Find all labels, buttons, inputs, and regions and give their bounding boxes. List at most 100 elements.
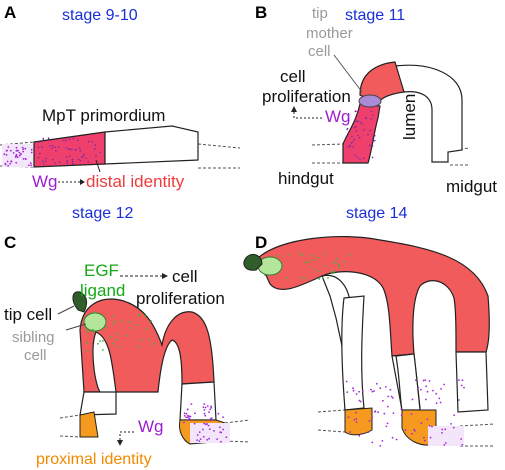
tip-mother-pointer xyxy=(333,54,363,93)
dot xyxy=(363,129,365,131)
dot xyxy=(313,268,315,271)
dot xyxy=(372,137,374,140)
dot xyxy=(356,156,359,159)
dot xyxy=(438,397,441,400)
dot xyxy=(42,139,45,141)
dot xyxy=(355,130,358,132)
dot xyxy=(356,110,359,113)
dot xyxy=(37,156,40,159)
dot xyxy=(426,418,429,421)
dot xyxy=(220,431,223,434)
wg-dots xyxy=(183,403,228,443)
dot xyxy=(22,150,25,153)
dot xyxy=(450,423,452,425)
dot xyxy=(115,339,117,341)
dot xyxy=(6,160,9,163)
dot xyxy=(95,154,97,157)
dot xyxy=(72,137,75,140)
dot xyxy=(129,327,132,329)
panel-b-letter: B xyxy=(255,3,267,22)
tip-cell xyxy=(72,291,88,313)
dot xyxy=(99,151,102,154)
dot xyxy=(94,144,97,146)
dot xyxy=(186,408,189,411)
dot xyxy=(367,431,370,433)
dot xyxy=(355,120,358,123)
dot xyxy=(452,426,455,429)
dot xyxy=(198,431,201,433)
proximal-identity-label: proximal identity xyxy=(36,451,152,468)
dot xyxy=(357,134,359,137)
dot xyxy=(37,146,40,149)
right-leg-white xyxy=(179,381,217,421)
dot xyxy=(353,126,356,129)
dot xyxy=(101,340,104,342)
dot xyxy=(377,411,379,414)
dot xyxy=(386,405,389,408)
panel-c-letter: C xyxy=(4,233,16,252)
dot xyxy=(135,323,138,326)
dot xyxy=(355,421,358,423)
dot xyxy=(10,160,13,163)
dot xyxy=(429,436,432,439)
dot xyxy=(346,128,348,131)
dot xyxy=(222,416,225,418)
dot xyxy=(327,277,329,279)
wg-label: Wg xyxy=(32,172,58,191)
dot xyxy=(389,388,392,391)
dot xyxy=(369,129,371,132)
dot xyxy=(77,139,79,141)
dot xyxy=(358,399,361,402)
dot xyxy=(30,164,33,167)
proliferation-label-2: proliferation xyxy=(262,87,351,106)
dot xyxy=(400,408,403,410)
dot xyxy=(390,395,393,398)
wg-region xyxy=(2,144,34,167)
dot xyxy=(83,153,85,156)
dot xyxy=(358,434,361,437)
dot xyxy=(432,389,434,392)
dot xyxy=(335,261,337,264)
dot xyxy=(344,261,347,263)
dot xyxy=(420,388,422,391)
dot xyxy=(355,110,357,113)
dot xyxy=(353,418,356,421)
dot xyxy=(307,261,309,264)
dot xyxy=(99,340,101,342)
dot xyxy=(199,438,202,440)
dot xyxy=(79,159,82,162)
dot xyxy=(435,402,438,405)
dot xyxy=(347,117,350,119)
dot xyxy=(47,137,50,139)
dot xyxy=(411,432,413,435)
dot xyxy=(371,156,374,159)
dot xyxy=(358,390,360,393)
dot xyxy=(354,117,357,119)
dot xyxy=(349,144,351,147)
wg-to-prolif-arrowhead xyxy=(291,106,297,112)
dot xyxy=(461,444,464,446)
wg-label: Wg xyxy=(138,417,164,436)
dot xyxy=(145,327,148,330)
dot xyxy=(347,146,349,148)
dot xyxy=(404,429,407,431)
dot xyxy=(150,320,153,323)
wg-label: Wg xyxy=(325,107,351,126)
dot xyxy=(86,342,89,345)
dot xyxy=(204,406,207,409)
dot xyxy=(106,326,108,329)
dot xyxy=(374,134,376,137)
right-leg-white-outer xyxy=(455,351,489,413)
dot xyxy=(57,146,60,149)
dot xyxy=(287,253,290,256)
dot xyxy=(138,314,141,317)
dot xyxy=(312,254,314,257)
dot xyxy=(208,411,211,414)
dot xyxy=(111,314,114,317)
dot xyxy=(20,153,22,155)
wg-dots xyxy=(3,146,33,167)
dot xyxy=(152,343,155,345)
tip-cell-label: tip cell xyxy=(4,305,52,324)
panel-c: C stage 12 EGF ligand cell proliferation… xyxy=(4,205,251,468)
dot xyxy=(213,430,215,432)
